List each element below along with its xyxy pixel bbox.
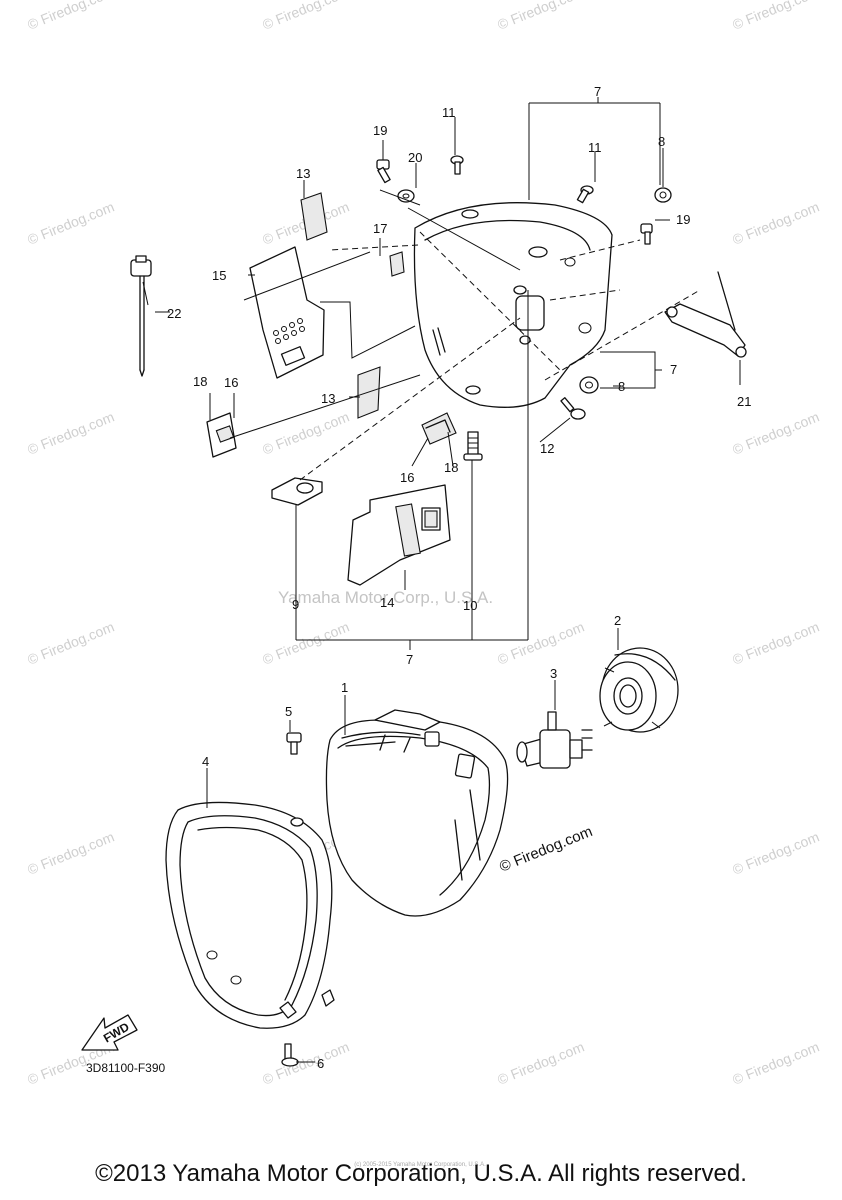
washer-20 <box>397 189 415 203</box>
watermark-text: © Firedog.com <box>25 408 116 457</box>
fwd-arrow-icon: FWD <box>81 1014 138 1051</box>
callout-20: 20 <box>408 150 422 165</box>
screw-11-right <box>576 185 594 204</box>
callout-11: 11 <box>588 140 602 155</box>
callout-8: 8 <box>618 379 625 394</box>
bolt-19-right <box>640 223 653 245</box>
watermark-text: © Firedog.com <box>260 0 351 33</box>
callout-12: 12 <box>540 441 554 456</box>
screw-12 <box>560 397 586 420</box>
callout-10: 10 <box>463 598 477 613</box>
watermark-text: © Firedog.com <box>25 198 116 247</box>
bolt-19-left <box>376 159 391 184</box>
leader-lines-top <box>142 97 741 650</box>
watermark-text: © Firedog.com <box>730 828 821 877</box>
watermark-text: © Firedog.com <box>730 1038 821 1087</box>
bulb-cover-2 <box>599 647 679 733</box>
firedog-label: © Firedog.com <box>497 823 595 876</box>
callout-9: 9 <box>292 597 299 612</box>
watermark-text: © Firedog.com <box>730 618 821 667</box>
leader-lines-bottom <box>206 628 619 1063</box>
callout-18: 18 <box>193 374 207 389</box>
callout-2: 2 <box>614 613 621 628</box>
callout-numbers: 7 8 19 20 11 11 19 13 17 15 22 18 16 13 … <box>167 84 751 1071</box>
watermark-text: © Firedog.com <box>495 1038 586 1087</box>
bulb-3 <box>516 711 593 769</box>
cable-tie-22 <box>130 255 152 377</box>
label-13-mid <box>357 366 381 419</box>
watermark-text: © Firedog.com <box>260 408 351 457</box>
watermark-text: © Firedog.com <box>730 198 821 247</box>
callout-21: 21 <box>737 394 751 409</box>
diagram-code: 3D81100-F390 <box>86 1061 165 1075</box>
callout-13: 13 <box>321 391 335 406</box>
watermark-text: © Firedog.com <box>260 1038 351 1087</box>
watermark-text: © Firedog.com <box>730 408 821 457</box>
headlight-unit-1 <box>325 709 509 917</box>
copyright-footer: ©2013 Yamaha Motor Corporation, U.S.A. A… <box>95 1160 747 1187</box>
screw-5 <box>286 732 302 755</box>
callout-16: 16 <box>224 375 238 390</box>
watermark-text: © Firedog.com <box>260 618 351 667</box>
callout-8: 8 <box>658 134 665 149</box>
label-14 <box>347 484 451 586</box>
callout-19: 19 <box>676 212 690 227</box>
watermark-text: © Firedog.com <box>25 828 116 877</box>
bracket-9 <box>271 317 521 506</box>
callout-14: 14 <box>380 595 394 610</box>
callout-11: 11 <box>442 105 456 120</box>
callout-13: 13 <box>296 166 310 181</box>
tiny-copyright: (c) 2005-2015 Yamaha Motor Corporation, … <box>354 1162 486 1168</box>
headlight-rim-4 <box>165 801 335 1029</box>
callout-19: 19 <box>373 123 387 138</box>
callout-3: 3 <box>550 666 557 681</box>
center-watermark: Yamaha Motor Corp., U.S.A. <box>278 588 493 607</box>
bolt-10 <box>463 431 483 461</box>
label-17 <box>389 251 405 277</box>
label-13-top <box>300 192 328 241</box>
grommet-8-right <box>579 376 599 394</box>
callout-7: 7 <box>670 362 677 377</box>
watermark-text: © Firedog.com <box>495 0 586 33</box>
callout-5: 5 <box>285 704 292 719</box>
watermark-text: © Firedog.com <box>25 0 116 33</box>
callout-1: 1 <box>341 680 348 695</box>
callout-16: 16 <box>400 470 414 485</box>
watermark-text: © Firedog.com <box>730 0 821 33</box>
label-15 <box>249 246 416 379</box>
callout-18: 18 <box>444 460 458 475</box>
screw-6 <box>281 1043 299 1067</box>
stay-21 <box>664 271 747 358</box>
watermark-text: © Firedog.com <box>495 618 586 667</box>
label-18-left <box>206 412 237 458</box>
headlight-parts-diagram: © Firedog.com © Firedog.com © Firedog.co… <box>25 0 821 1088</box>
callout-22: 22 <box>167 306 181 321</box>
label-16-18-mid <box>421 412 457 445</box>
callout-6: 6 <box>317 1056 324 1071</box>
callout-17: 17 <box>373 221 387 236</box>
callout-7: 7 <box>594 84 601 99</box>
callout-7: 7 <box>406 652 413 667</box>
grommet-8-top <box>654 187 672 203</box>
screw-11-left <box>450 155 464 175</box>
headlight-housing-7 <box>329 202 701 408</box>
callout-15: 15 <box>212 268 226 283</box>
watermark-text: © Firedog.com <box>25 618 116 667</box>
callout-4: 4 <box>202 754 209 769</box>
